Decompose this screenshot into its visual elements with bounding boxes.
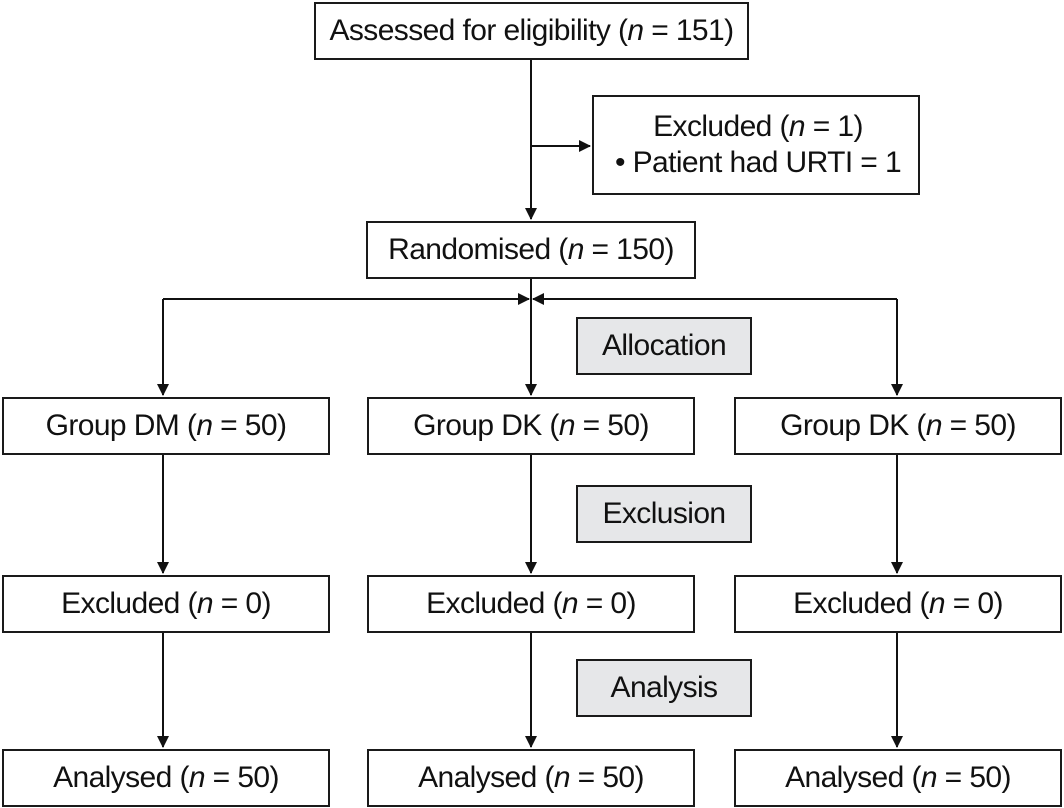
analysed-label: Analysed (n = 50) xyxy=(785,761,1011,794)
excluded-label: Excluded (n = 0) xyxy=(793,587,1003,620)
excluded-top-label: Excluded (n = 1) xyxy=(653,110,863,143)
excluded-label: Excluded (n = 0) xyxy=(426,587,636,620)
stage-exclusion: Exclusion xyxy=(576,485,752,543)
stage-analysis-label: Analysis xyxy=(610,671,719,704)
analysed-box: Analysed (n = 50) xyxy=(367,749,695,807)
excluded-box: Excluded (n = 0) xyxy=(2,575,330,633)
stage-analysis: Analysis xyxy=(576,659,752,717)
stage-allocation-label: Allocation xyxy=(601,329,727,362)
excluded-top-box: Excluded (n = 1) • Patient had URTI = 1 xyxy=(592,95,920,195)
stage-exclusion-label: Exclusion xyxy=(602,497,727,530)
randomised-box: Randomised (n = 150) xyxy=(366,221,696,279)
excluded-top-reason: • Patient had URTI = 1 xyxy=(614,146,902,179)
group-label: Group DM (n = 50) xyxy=(45,409,287,442)
group-label: Group DK (n = 50) xyxy=(413,409,649,442)
assessed-box: Assessed for eligibility (n = 151) xyxy=(314,2,749,60)
analysed-box: Analysed (n = 50) xyxy=(2,749,330,807)
stage-allocation: Allocation xyxy=(576,317,752,375)
excluded-label: Excluded (n = 0) xyxy=(61,587,271,620)
group-label: Group DK (n = 50) xyxy=(780,409,1016,442)
excluded-box: Excluded (n = 0) xyxy=(734,575,1062,633)
analysed-label: Analysed (n = 50) xyxy=(418,761,644,794)
group-box: Group DK (n = 50) xyxy=(734,397,1062,455)
group-box: Group DK (n = 50) xyxy=(367,397,695,455)
analysed-label: Analysed (n = 50) xyxy=(53,761,279,794)
analysed-box: Analysed (n = 50) xyxy=(734,749,1062,807)
excluded-box: Excluded (n = 0) xyxy=(367,575,695,633)
assessed-label: Assessed for eligibility (n = 151) xyxy=(329,14,735,47)
randomised-label: Randomised (n = 150) xyxy=(388,233,674,266)
group-box: Group DM (n = 50) xyxy=(2,397,330,455)
